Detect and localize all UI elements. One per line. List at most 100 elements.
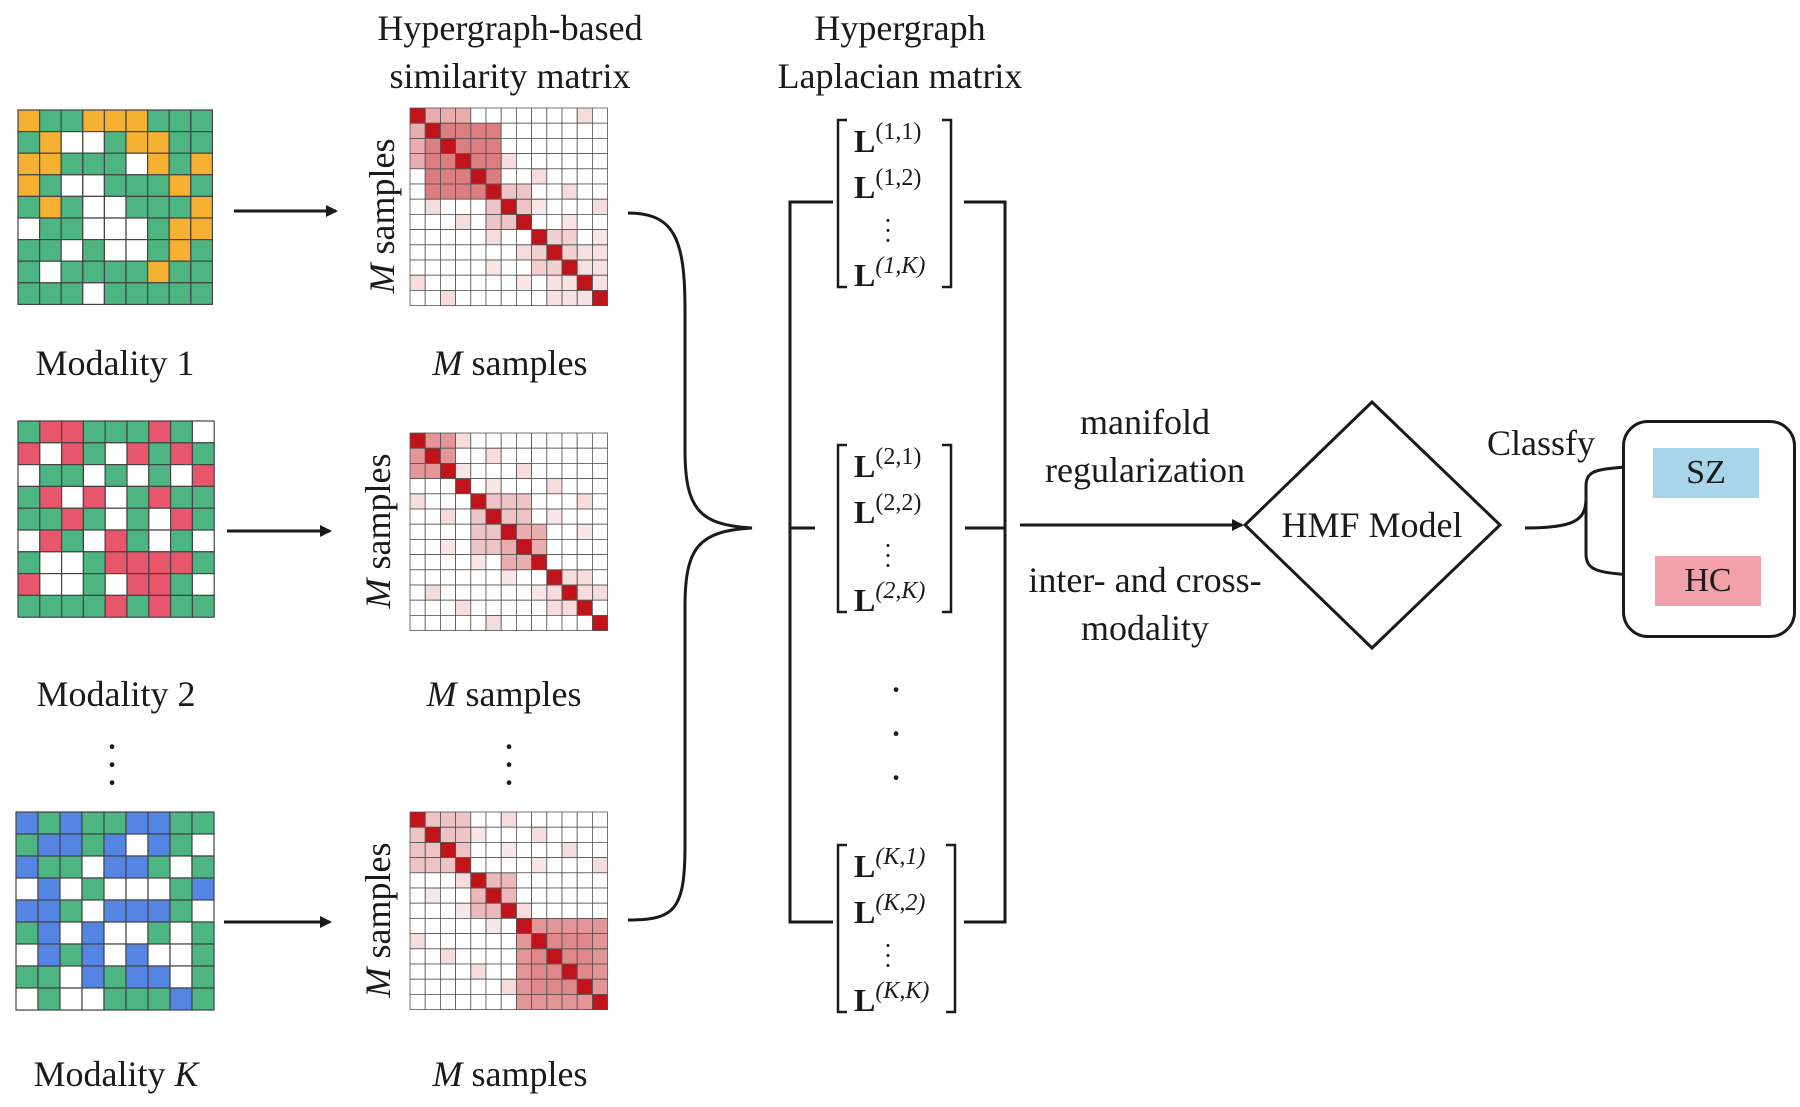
modality-cell (125, 260, 149, 284)
modality-cell (103, 965, 127, 989)
modality-cell (15, 943, 39, 967)
similarity-cell (516, 107, 533, 124)
similarity-cell (409, 259, 426, 276)
similarity-cell (455, 198, 472, 215)
modality-cell (103, 195, 127, 219)
similarity-diagonal-cell (546, 244, 563, 261)
modality-cell (17, 551, 41, 575)
similarity-diagonal-cell (500, 902, 517, 919)
similarity-cell (561, 857, 578, 874)
similarity-cell (455, 569, 472, 586)
similarity-cell (561, 554, 578, 571)
modality-cell (168, 195, 192, 219)
modality-cell (191, 442, 215, 466)
similarity-cell (592, 963, 609, 980)
similarity-cell (500, 539, 517, 556)
similarity-cell (424, 508, 441, 525)
similarity-cell (500, 462, 517, 479)
similarity-cell (516, 887, 533, 904)
laplacian-outer-bracket-right (964, 200, 1007, 924)
similarity-cell (439, 493, 456, 510)
modality-cell (103, 987, 127, 1011)
modality-cell (15, 921, 39, 945)
similarity-diagonal-cell (576, 274, 593, 291)
similarity-cell (516, 508, 533, 525)
similarity-cell (424, 493, 441, 510)
modality-cell (103, 109, 127, 133)
similarity-cell (592, 933, 609, 950)
modality-grid-1 (17, 109, 214, 305)
similarity-cell (470, 978, 487, 995)
laplacian-header-line-1: Hypergraph (814, 8, 986, 48)
merge-brace (627, 211, 753, 922)
similarity-cell (500, 569, 517, 586)
similarity-cell (424, 229, 441, 246)
similarity-cell (485, 122, 502, 139)
laplacian-header-line-2: Laplacian matrix (777, 56, 1023, 96)
similarity-cell (439, 478, 456, 495)
similarity-cell (531, 599, 548, 616)
similarity-cell (561, 994, 578, 1011)
similarity-cell (455, 811, 472, 828)
modality-cell (103, 217, 127, 241)
similarity-cell (516, 584, 533, 601)
similarity-cell (485, 842, 502, 859)
similarity-cell (576, 478, 593, 495)
modality-cell (39, 551, 63, 575)
similarity-cell (546, 198, 563, 215)
modality-cell (37, 965, 61, 989)
similarity-diagonal-cell (424, 447, 441, 464)
similarity-diagonal-cell (592, 994, 609, 1011)
modality-cell (37, 833, 61, 857)
similarity-cell (439, 918, 456, 935)
modality-cell (168, 174, 192, 198)
modality-cell (82, 529, 106, 553)
similarity-diagonal-cell (485, 887, 502, 904)
similarity-cell (424, 948, 441, 965)
similarity-cell (592, 478, 609, 495)
modality-cell (126, 594, 150, 618)
similarity-cell (500, 826, 517, 843)
similarity-cell (455, 462, 472, 479)
modality-cell (82, 594, 106, 618)
similarity-cell (485, 584, 502, 601)
similarity-cell (576, 432, 593, 449)
similarity-cell (409, 554, 426, 571)
similarity-cell (592, 213, 609, 230)
similarity-cell (592, 107, 609, 124)
similarity-cell (531, 274, 548, 291)
hmf-model-diamond (1242, 399, 1503, 651)
similarity-cell (546, 493, 563, 510)
similarity-cell (561, 872, 578, 889)
similarity-cell (424, 478, 441, 495)
similarity-cell (561, 978, 578, 995)
similarity-cell (470, 432, 487, 449)
similarity-cell (500, 615, 517, 632)
modality-cell (15, 855, 39, 879)
similarity-cell (592, 872, 609, 889)
similarity-cell (500, 887, 517, 904)
similarity-cell (455, 599, 472, 616)
similarity-cell (409, 933, 426, 950)
similarity-cell (546, 842, 563, 859)
similarity-cell (455, 933, 472, 950)
modality-cell (103, 174, 127, 198)
modality-cell (126, 551, 150, 575)
similarity-cell (424, 554, 441, 571)
similarity-cell (455, 842, 472, 859)
similarity-cell (531, 615, 548, 632)
modality-cell (169, 833, 193, 857)
modality-cell (191, 811, 215, 835)
similarity-cell (576, 153, 593, 170)
modality-cell (60, 282, 84, 305)
similarity-cell (561, 887, 578, 904)
similarity-cell (592, 137, 609, 154)
modality-cell (39, 420, 63, 444)
similarity-cell (531, 478, 548, 495)
similarity-cell (439, 826, 456, 843)
similarity-2-y-label: M samples (358, 453, 398, 609)
similarity-cell (516, 994, 533, 1011)
similarity-cell (439, 948, 456, 965)
similarity-cell (561, 244, 578, 261)
similarity-cell (561, 902, 578, 919)
